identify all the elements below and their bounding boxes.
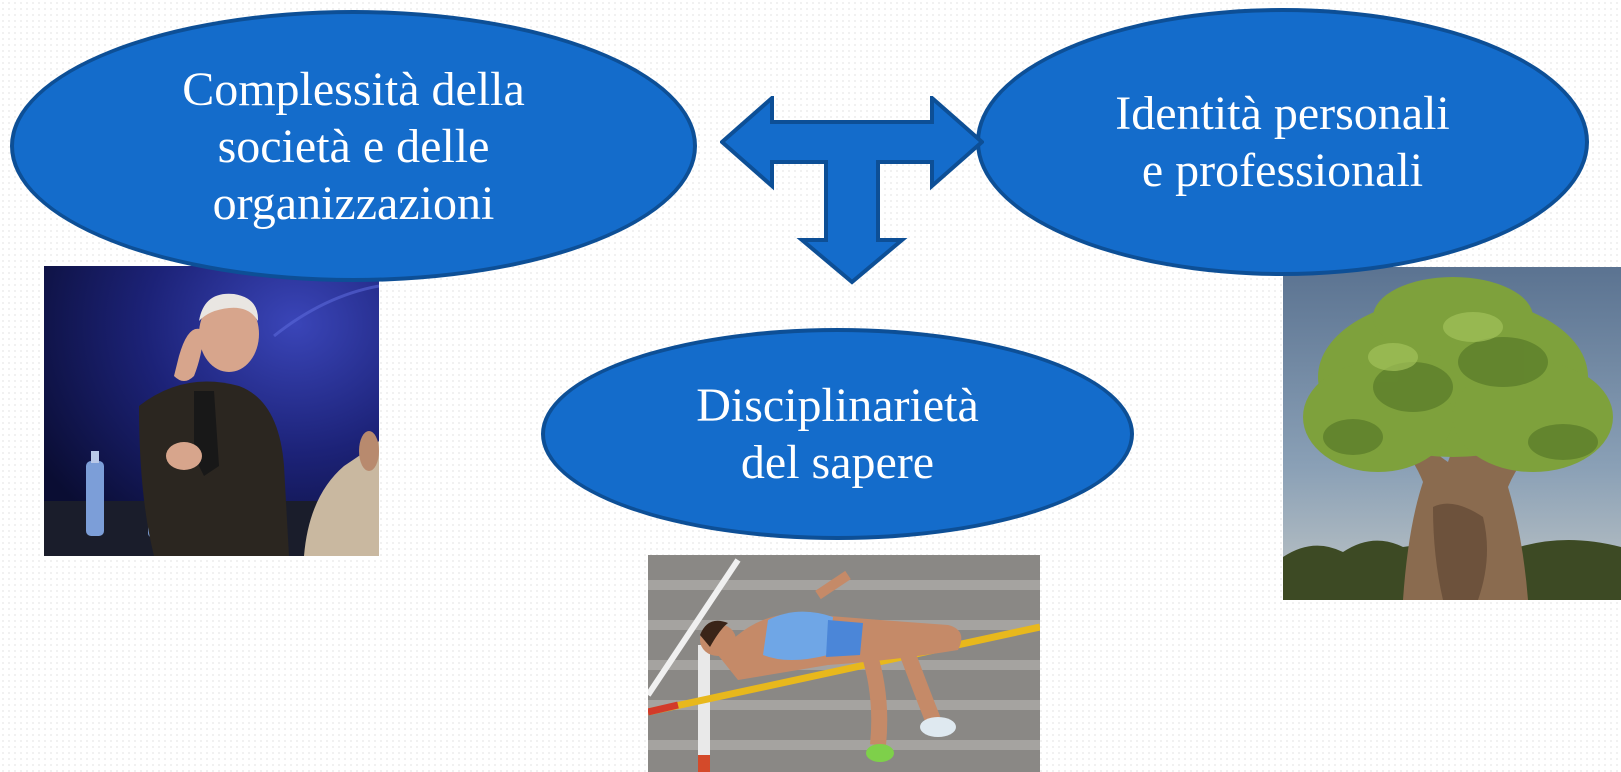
high-jump-photo	[648, 555, 1040, 772]
node-complexity: Complessità della società e delle organi…	[10, 10, 697, 282]
speaker-photo	[44, 266, 379, 556]
three-way-arrow-icon	[720, 96, 984, 285]
olive-tree-photo	[1283, 267, 1621, 600]
node-identity-label: Identità personali e professionali	[1115, 87, 1450, 197]
node-identity: Identità personali e professionali	[976, 8, 1589, 276]
node-discipline: Disciplinarietà del sapere	[541, 328, 1134, 540]
node-discipline-label: Disciplinarietà del sapere	[696, 379, 979, 489]
node-complexity-label: Complessità della società e delle organi…	[182, 62, 525, 230]
